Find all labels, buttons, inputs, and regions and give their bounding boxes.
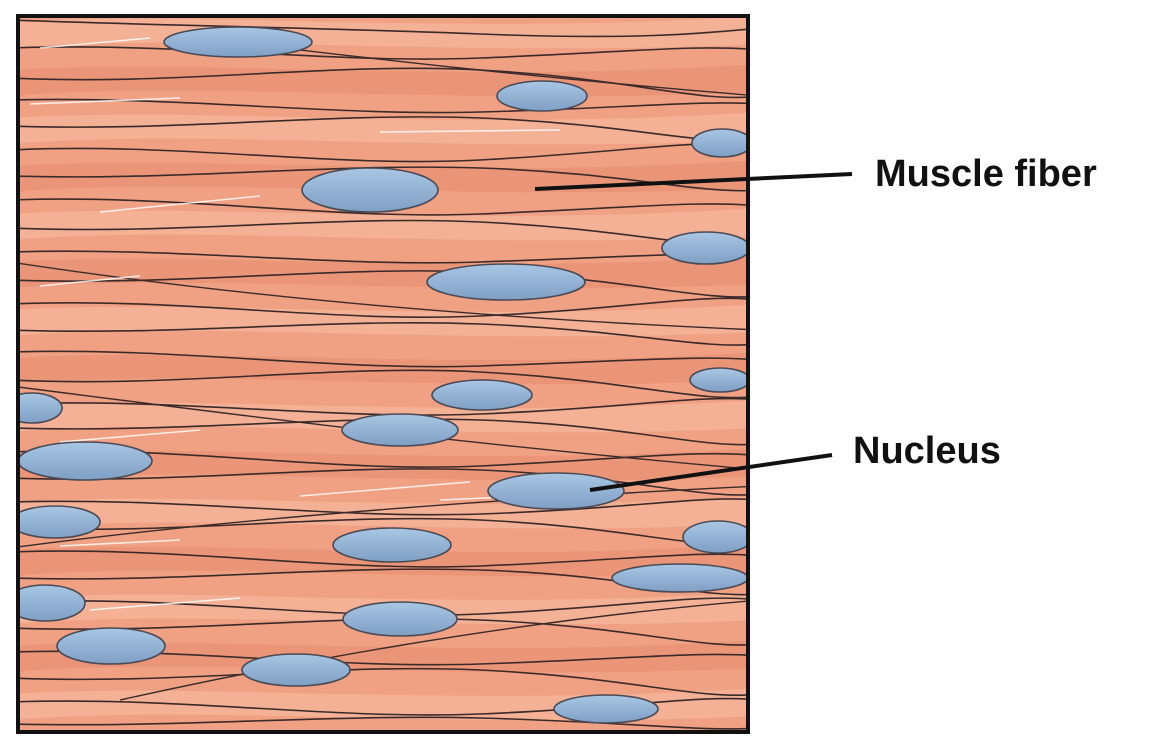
nucleus-ellipse	[2, 393, 62, 423]
nucleus-ellipse	[554, 695, 658, 723]
tissue-section	[2, 16, 760, 732]
nucleus-ellipse	[612, 564, 748, 592]
nucleus-ellipse	[342, 414, 458, 446]
muscle-fiber-label: Muscle fiber	[875, 155, 1097, 193]
nucleus-ellipse	[164, 27, 312, 57]
nucleus-ellipse	[432, 380, 532, 410]
nucleus-ellipse	[692, 129, 752, 157]
nucleus-ellipse	[302, 168, 438, 212]
nucleus-ellipse	[333, 528, 451, 562]
nucleus-ellipse	[10, 506, 100, 538]
nucleus-ellipse	[497, 81, 587, 111]
nucleus-ellipse	[662, 232, 750, 264]
nucleus-ellipse	[343, 602, 457, 636]
nucleus-ellipse	[427, 264, 585, 300]
nucleus-ellipse	[242, 654, 350, 686]
nucleus-ellipse	[683, 521, 753, 553]
nucleus-ellipse	[57, 628, 165, 664]
nucleus-label: Nucleus	[853, 432, 1001, 470]
nucleus-ellipse	[690, 368, 750, 392]
nucleus-ellipse	[18, 442, 152, 480]
nucleus-ellipse	[488, 473, 624, 509]
